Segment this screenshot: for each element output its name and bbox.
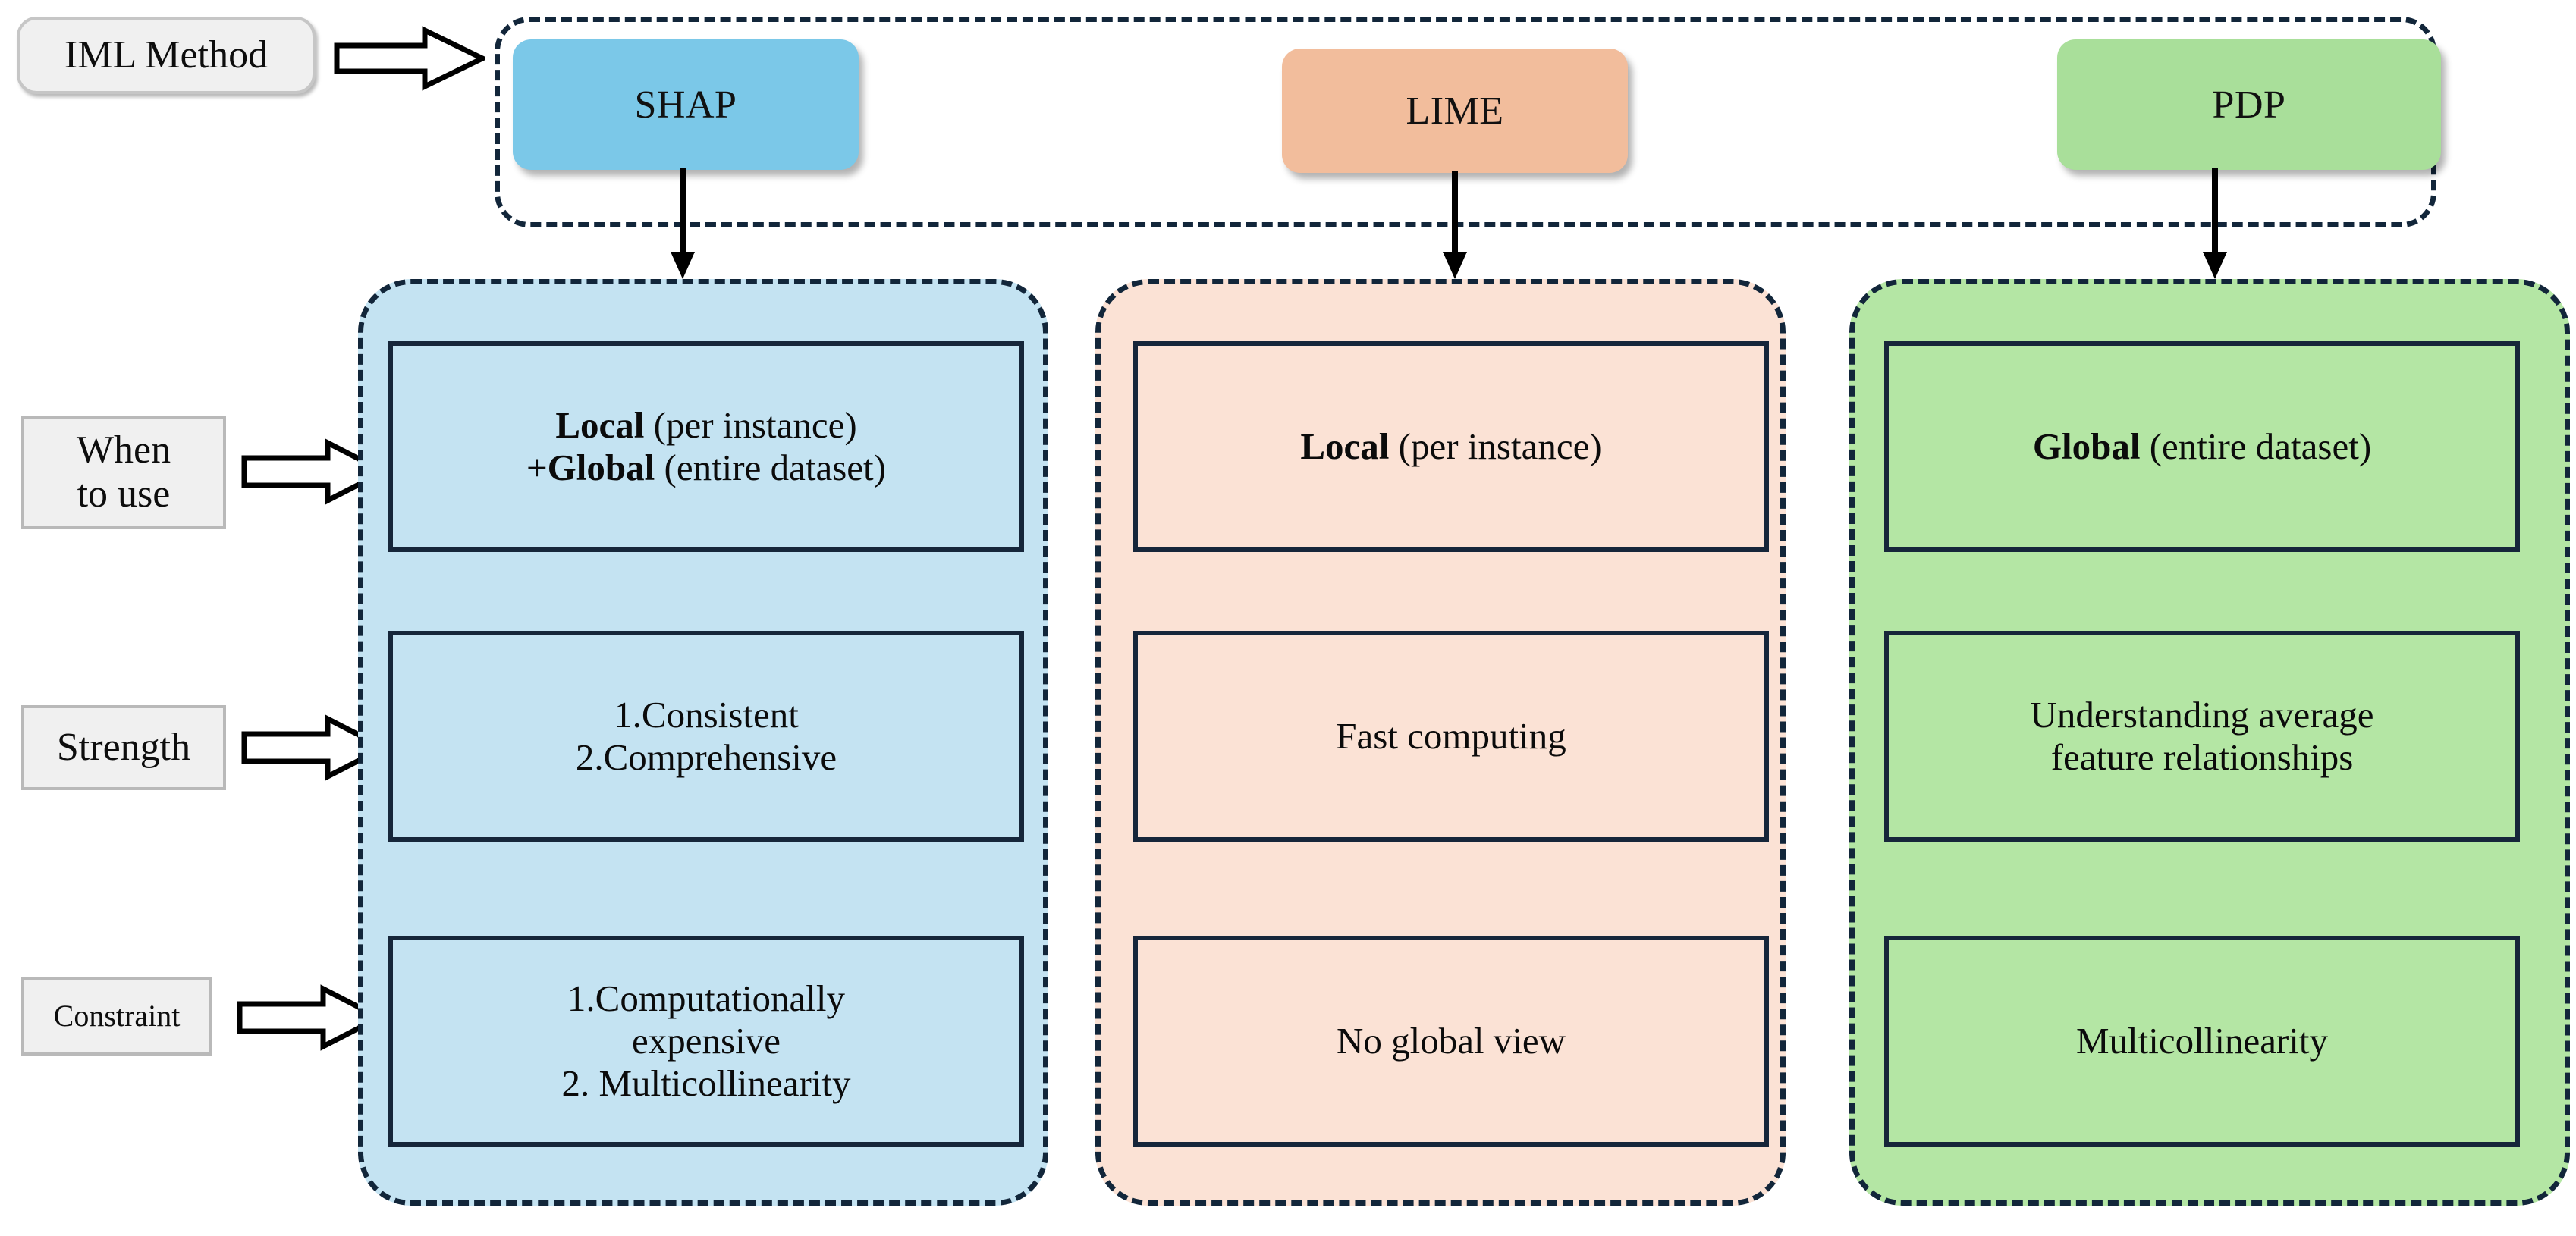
cell-pdp-constraint: Multicollinearity — [1884, 936, 2520, 1147]
method-chip-pdp[interactable]: PDP — [2057, 39, 2441, 170]
cell-pdp-strength-text: Understanding average feature relationsh… — [2030, 694, 2374, 778]
cell-shap-when-to-use-text: Local (per instance) +Global (entire dat… — [526, 404, 886, 488]
cell-shap-when-to-use: Local (per instance) +Global (entire dat… — [388, 341, 1024, 552]
cell-shap-constraint-text: 1.Computationally expensive 2. Multicoll… — [561, 977, 851, 1104]
block-arrow-icon-method — [334, 26, 485, 91]
cell-pdp-constraint-text: Multicollinearity — [2075, 1020, 2329, 1062]
row-label-constraint-text: Constraint — [53, 998, 181, 1033]
cell-lime-when-to-use: Local (per instance) — [1133, 341, 1769, 552]
cell-lime-strength-text: Fast computing — [1336, 715, 1566, 758]
block-arrow-icon-constraint — [237, 984, 382, 1051]
cell-pdp-when-to-use-text: Global (entire dataset) — [2032, 425, 2372, 468]
connector-arrow-icon-shap — [668, 168, 698, 281]
method-chip-shap[interactable]: SHAP — [513, 39, 859, 170]
cell-pdp-strength: Understanding average feature relationsh… — [1884, 631, 2520, 842]
block-arrow-icon-strength — [241, 714, 387, 781]
cell-shap-strength-text: 1.Consistent 2.Comprehensive — [575, 694, 837, 778]
cell-lime-constraint-text: No global view — [1336, 1020, 1566, 1062]
method-chip-lime-label: LIME — [1406, 89, 1504, 133]
row-label-constraint: Constraint — [21, 977, 212, 1056]
connector-arrow-icon-lime — [1440, 171, 1470, 281]
block-arrow-icon-when-to-use — [241, 438, 387, 505]
cell-shap-strength: 1.Consistent 2.Comprehensive — [388, 631, 1024, 842]
cell-pdp-when-to-use: Global (entire dataset) — [1884, 341, 2520, 552]
method-chip-pdp-label: PDP — [2212, 83, 2286, 127]
cell-shap-constraint: 1.Computationally expensive 2. Multicoll… — [388, 936, 1024, 1147]
cell-lime-when-to-use-text: Local (per instance) — [1300, 425, 1602, 468]
legend-iml-method-box: IML Method — [17, 17, 316, 94]
method-chip-shap-label: SHAP — [634, 83, 737, 127]
cell-lime-strength: Fast computing — [1133, 631, 1769, 842]
legend-iml-method-label: IML Method — [64, 33, 269, 77]
method-chip-lime[interactable]: LIME — [1282, 49, 1628, 173]
cell-lime-constraint: No global view — [1133, 936, 1769, 1147]
connector-arrow-icon-pdp — [2200, 168, 2230, 281]
row-label-strength-text: Strength — [56, 725, 191, 769]
row-label-strength: Strength — [21, 705, 226, 790]
